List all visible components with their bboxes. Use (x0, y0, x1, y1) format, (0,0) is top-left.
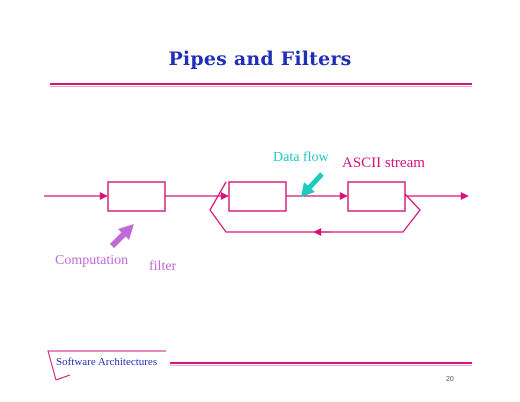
footer-rule (170, 362, 472, 364)
software-architectures-logo-icon (47, 350, 166, 381)
data-flow-pointer-shaft (307, 172, 324, 190)
filter-box-1 (107, 181, 166, 212)
filter-box-3 (347, 181, 406, 212)
footer-rule-shadow (170, 365, 472, 366)
page-number: 20 (446, 376, 454, 383)
filter-label: filter (149, 259, 177, 274)
computation-pointer-arrow-icon (118, 224, 134, 240)
footer-course-title: Software Architectures (56, 356, 158, 368)
slide-title: Pipes and Filters (168, 48, 352, 70)
data-flow-label: Data flow (273, 150, 329, 165)
computation-label: Computation (55, 253, 129, 268)
ascii-stream-label: ASCII stream (342, 155, 425, 171)
title-underline-shadow (50, 86, 472, 87)
filter-box-2 (228, 181, 287, 212)
computation-pointer-shaft (109, 231, 127, 249)
data-flow-pointer-arrow-icon (301, 182, 315, 197)
title-underline (50, 83, 472, 85)
